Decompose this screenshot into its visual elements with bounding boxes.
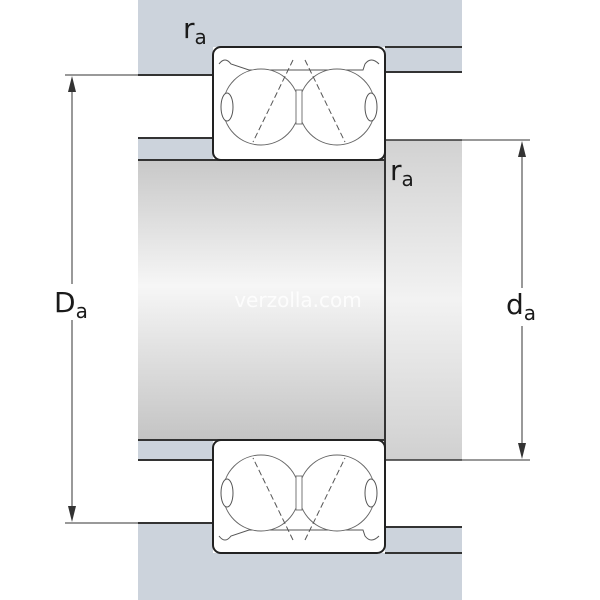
label-Da: Da xyxy=(54,286,88,323)
bearing-bottom xyxy=(212,439,386,554)
label-ra-top: ra xyxy=(183,12,207,49)
label-da: da xyxy=(506,288,536,325)
dimension-da: da xyxy=(462,139,544,461)
housing-bottom xyxy=(138,522,462,600)
label-ra-middle: ra xyxy=(390,154,414,191)
watermark: verzolla.com xyxy=(234,288,362,312)
housing-top xyxy=(138,0,462,76)
dimension-Da: Da xyxy=(50,74,138,524)
bearing-top xyxy=(212,46,386,161)
